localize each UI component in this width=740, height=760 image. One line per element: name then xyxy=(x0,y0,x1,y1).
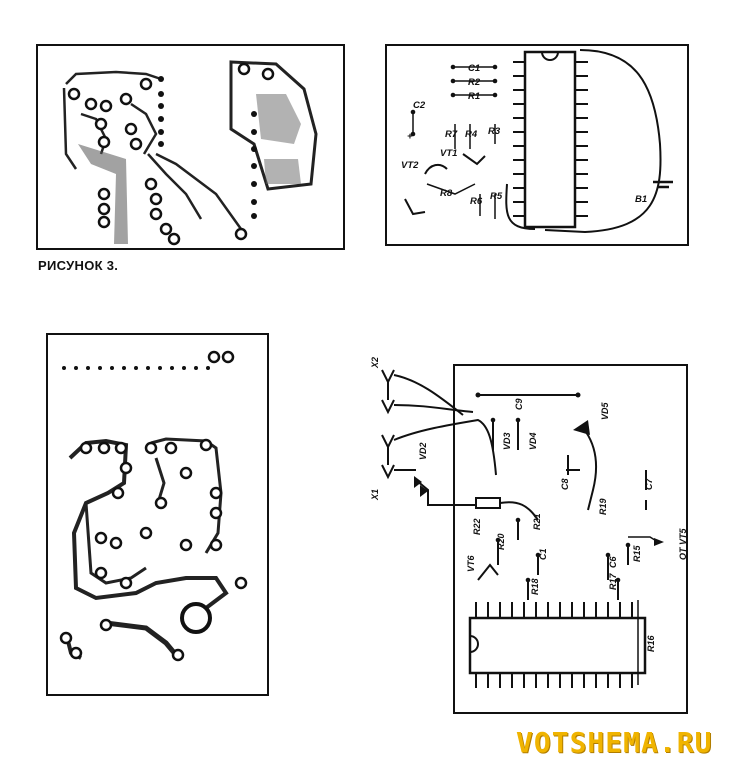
schematic-top-right: C1 R2 R1 C2 + R7 R4 R3 VT1 VT2 R8 R6 R5 … xyxy=(385,44,690,248)
label-b1: B1 xyxy=(635,194,647,205)
label-r5: R5 xyxy=(490,191,503,202)
ic-chip xyxy=(523,50,577,229)
label-vt6: VT6 xyxy=(466,554,476,572)
schematic-bottom-right: X2 X1 VD2 C9 VD3 VD4 VD5 C8 C7 R19 R22 R… xyxy=(368,340,690,716)
label-r2: R2 xyxy=(468,77,481,88)
label-c1: C1 xyxy=(538,548,548,560)
label-vd4: VD4 xyxy=(528,432,538,450)
pcb-top-left xyxy=(36,44,346,252)
label-vd5: VD5 xyxy=(600,401,610,420)
label-c6: C6 xyxy=(608,556,618,568)
pcb-bottom-left xyxy=(46,333,270,697)
label-r3: R3 xyxy=(488,126,501,137)
label-x2: X2 xyxy=(370,357,380,369)
figure-caption: РИСУНОК 3. xyxy=(38,258,119,273)
label-x1: X1 xyxy=(370,489,380,501)
watermark-logo: VOTSHEMA.RU xyxy=(516,726,713,759)
ic-chip xyxy=(468,616,647,675)
label-c2: C2 xyxy=(413,100,426,111)
mounting-hole xyxy=(180,602,212,634)
label-r6: R6 xyxy=(470,196,483,207)
label-r1: R1 xyxy=(468,91,480,102)
label-ot-vt5: OT VT5 xyxy=(678,528,688,560)
label-vd2: VD2 xyxy=(418,442,428,460)
label-r4: R4 xyxy=(465,129,478,140)
label-vt1: VT1 xyxy=(440,148,457,159)
label-r19: R19 xyxy=(598,498,608,515)
label-vd3: VD3 xyxy=(502,432,512,450)
label-vt2: VT2 xyxy=(401,160,419,171)
label-r15: R15 xyxy=(632,544,642,562)
label-c1: C1 xyxy=(468,63,480,74)
label-c8: C8 xyxy=(560,478,570,490)
label-r16: R16 xyxy=(646,634,656,652)
label-c9: C9 xyxy=(514,398,524,410)
label-r21: R21 xyxy=(532,513,542,530)
label-r17: R17 xyxy=(608,572,618,590)
label-r18: R18 xyxy=(530,578,540,595)
label-r20: R20 xyxy=(496,533,506,550)
label-plus: + xyxy=(407,131,413,142)
label-r8: R8 xyxy=(440,188,453,199)
label-r22: R22 xyxy=(472,518,482,535)
label-c7: C7 xyxy=(644,478,654,490)
label-r7: R7 xyxy=(445,129,458,140)
